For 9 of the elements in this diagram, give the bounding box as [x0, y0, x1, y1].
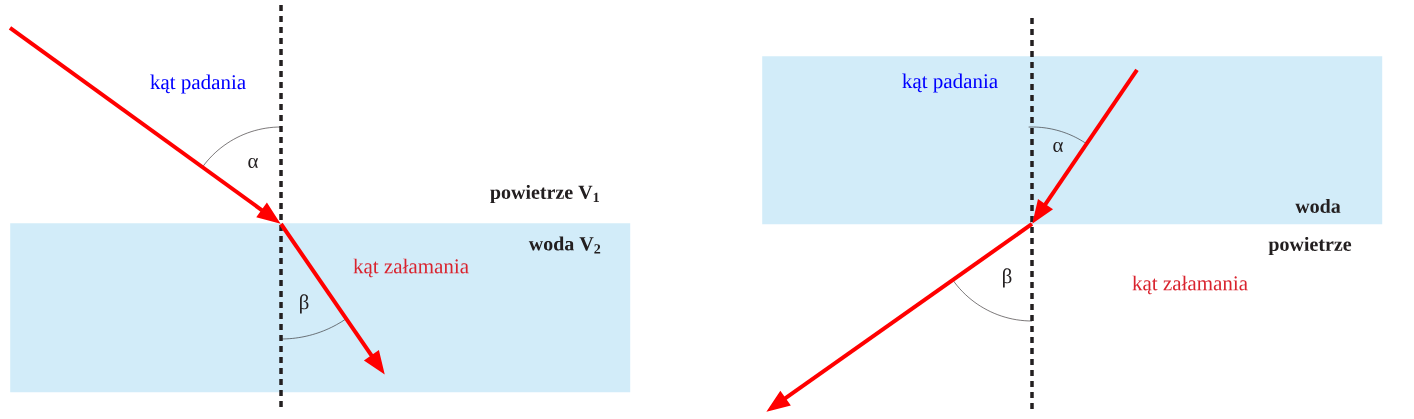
angle-label: kąt załamania: [353, 258, 469, 278]
angle-symbol: α: [1053, 141, 1064, 153]
angle-label: kąt załamania: [1132, 275, 1248, 295]
angle-symbol: β: [1003, 268, 1012, 288]
angle-symbol: α: [248, 157, 259, 169]
angle-symbol: β: [300, 294, 309, 314]
angle-label: kąt padania: [150, 74, 246, 94]
medium-label: powietrze V$_{1}$: [490, 184, 599, 204]
angle-label: kąt padania: [902, 73, 998, 93]
